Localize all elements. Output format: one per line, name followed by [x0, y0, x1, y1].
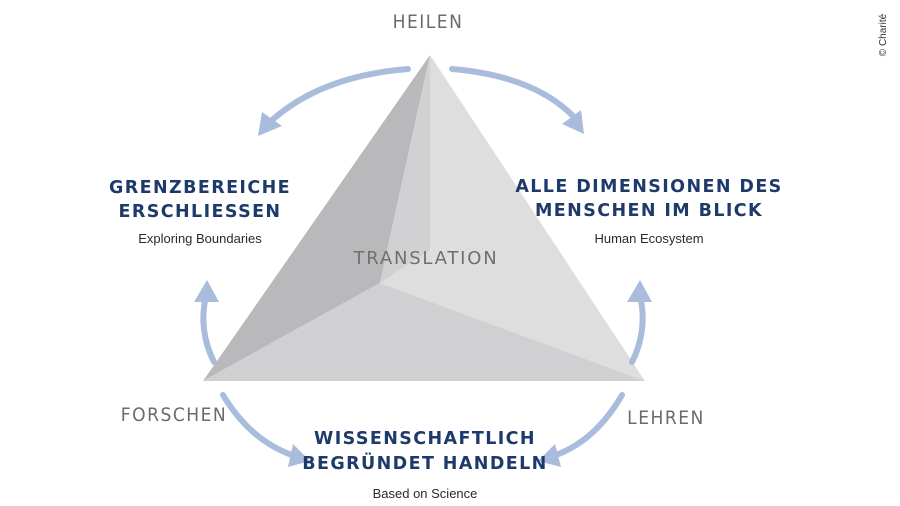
pyramid-face-right — [380, 55, 645, 381]
arrow-right-up-head — [627, 280, 652, 302]
vertex-left-label: FORSCHEN — [121, 404, 227, 426]
side-left-subtitle: Exploring Boundaries — [138, 231, 262, 246]
side-left-heading-line2: ERSCHLIESSEN — [119, 202, 282, 222]
arrow-right-down-head — [538, 444, 561, 467]
arrow-left-up-arc — [200, 293, 217, 365]
arrow-right-down-arc — [553, 392, 625, 458]
pyramid-face-left — [203, 55, 430, 381]
arrow-top-right-arc — [449, 66, 578, 121]
pyramid-face-left-shade — [380, 55, 430, 283]
side-right-heading-line1: ALLE DIMENSIONEN DES — [515, 177, 782, 197]
arrow-top-left-head — [258, 112, 282, 136]
side-bottom: WISSENSCHAFTLICH BEGRÜNDET HANDELN Based… — [302, 429, 547, 501]
arrow-top-left-arc — [267, 66, 411, 125]
side-left-heading-line1: GRENZBEREICHE — [109, 178, 291, 198]
vertex-top-label: HEILEN — [393, 11, 464, 33]
side-right-heading-line2: MENSCHEN IM BLICK — [535, 201, 763, 221]
side-right-subtitle: Human Ecosystem — [594, 231, 703, 246]
arrow-left-down-head — [288, 444, 310, 467]
pyramid-face-bottom — [203, 283, 645, 381]
center-label: TRANSLATION — [352, 248, 498, 269]
arrow-top-right-head — [562, 110, 584, 134]
arrow-left-up-head — [194, 280, 219, 302]
copyright-notice: © Charité — [878, 13, 889, 56]
side-bottom-subtitle: Based on Science — [373, 486, 478, 501]
side-bottom-heading-line2: BEGRÜNDET HANDELN — [302, 452, 547, 474]
side-bottom-heading-line1: WISSENSCHAFTLICH — [314, 429, 536, 449]
arrow-left-down-arc — [220, 392, 295, 458]
arrow-right-up-arc — [629, 293, 646, 365]
cycle-arrows — [194, 66, 652, 467]
vertex-right-label: LEHREN — [627, 407, 705, 429]
side-left: GRENZBEREICHE ERSCHLIESSEN Exploring Bou… — [109, 178, 291, 246]
side-right: ALLE DIMENSIONEN DES MENSCHEN IM BLICK H… — [515, 177, 782, 246]
pyramid — [203, 55, 645, 381]
